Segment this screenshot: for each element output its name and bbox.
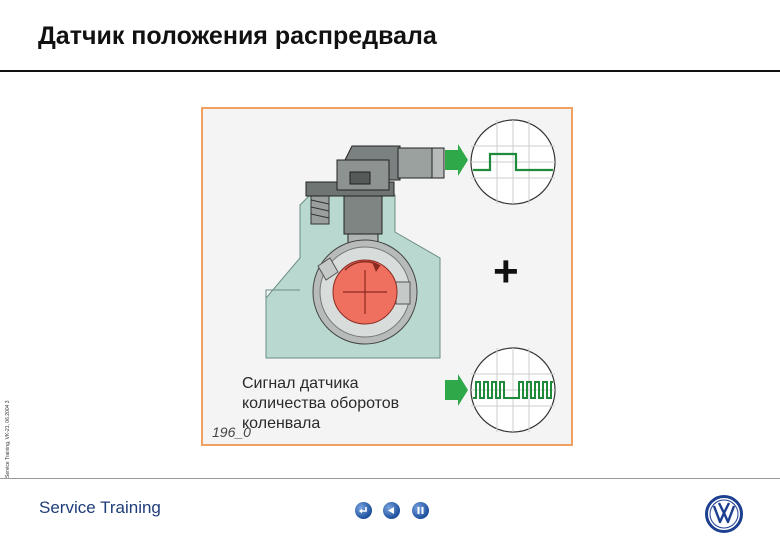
plus-sign: + xyxy=(493,247,519,296)
side-footnote: Service Training, VK-21, 06.2004 3 xyxy=(5,400,11,478)
left-triangle-icon xyxy=(388,507,394,514)
image-code: 196_0 xyxy=(212,424,251,440)
footer-divider xyxy=(0,478,780,479)
slide-title: Датчик положения распредвала xyxy=(38,22,437,50)
volkswagen-logo-icon xyxy=(705,495,743,533)
pause-button[interactable] xyxy=(412,502,429,519)
crankshaft-signal-caption: Сигнал датчика количества оборотов колен… xyxy=(242,375,400,432)
footer-brand: Service Training xyxy=(39,498,161,517)
pause-icon xyxy=(417,507,424,514)
return-arrow-icon xyxy=(359,507,367,514)
title-divider xyxy=(0,70,780,72)
previous-slide-button[interactable] xyxy=(383,502,400,519)
back-button[interactable] xyxy=(355,502,372,519)
vw-logo xyxy=(705,495,743,538)
